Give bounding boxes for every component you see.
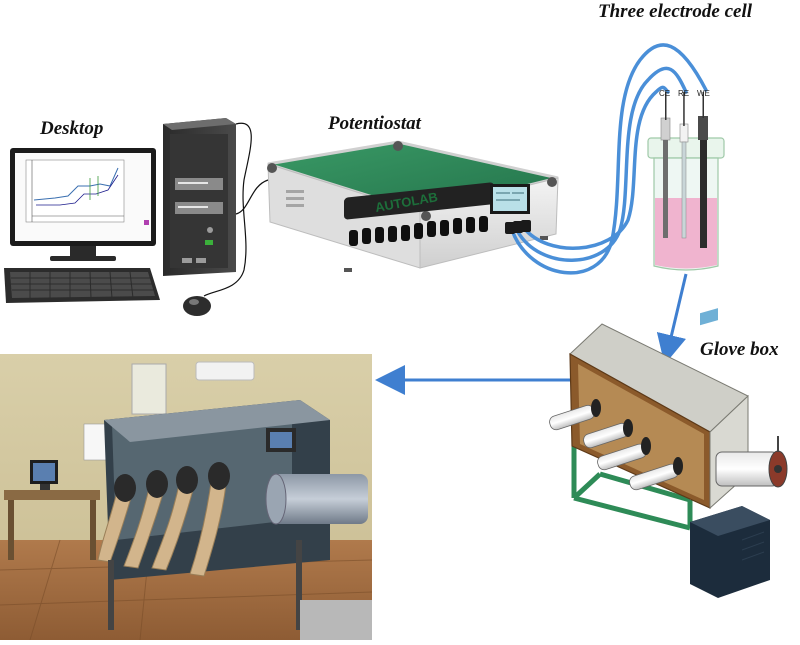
arrow-down-icon [656, 273, 688, 365]
glove-box-label: Glove box [700, 339, 779, 360]
electrode-cables [510, 43, 708, 275]
electrode-label-we: WE [697, 89, 710, 98]
pc-tower [163, 118, 236, 276]
potentiostat-device: AUTOLAB [267, 140, 559, 272]
lab-photo [0, 354, 373, 641]
desktop-computer [4, 118, 269, 316]
glove-box-illustration [549, 308, 788, 598]
screen-plot [25, 159, 125, 223]
cable-plugs [505, 220, 531, 234]
three-electrode-cell-label: Three electrode cell [598, 1, 753, 22]
desktop-label: Desktop [40, 118, 104, 139]
keyboard [4, 268, 160, 303]
glove-ports [549, 399, 683, 491]
electrode-label-ce: CE [659, 89, 670, 98]
monitor [10, 148, 156, 261]
three-electrode-cell: CE RE WE [647, 89, 725, 271]
potentiostat-label: Potentiostat [328, 113, 421, 134]
purifier-unit [690, 308, 770, 598]
desktop-cable [235, 179, 269, 215]
front-connectors [344, 182, 494, 220]
electrode-label-re: RE [678, 89, 689, 98]
antechamber [715, 436, 788, 488]
side-vent [286, 190, 304, 207]
gloves [97, 462, 230, 577]
mouse [183, 122, 252, 316]
potentiostat-display [490, 184, 530, 214]
